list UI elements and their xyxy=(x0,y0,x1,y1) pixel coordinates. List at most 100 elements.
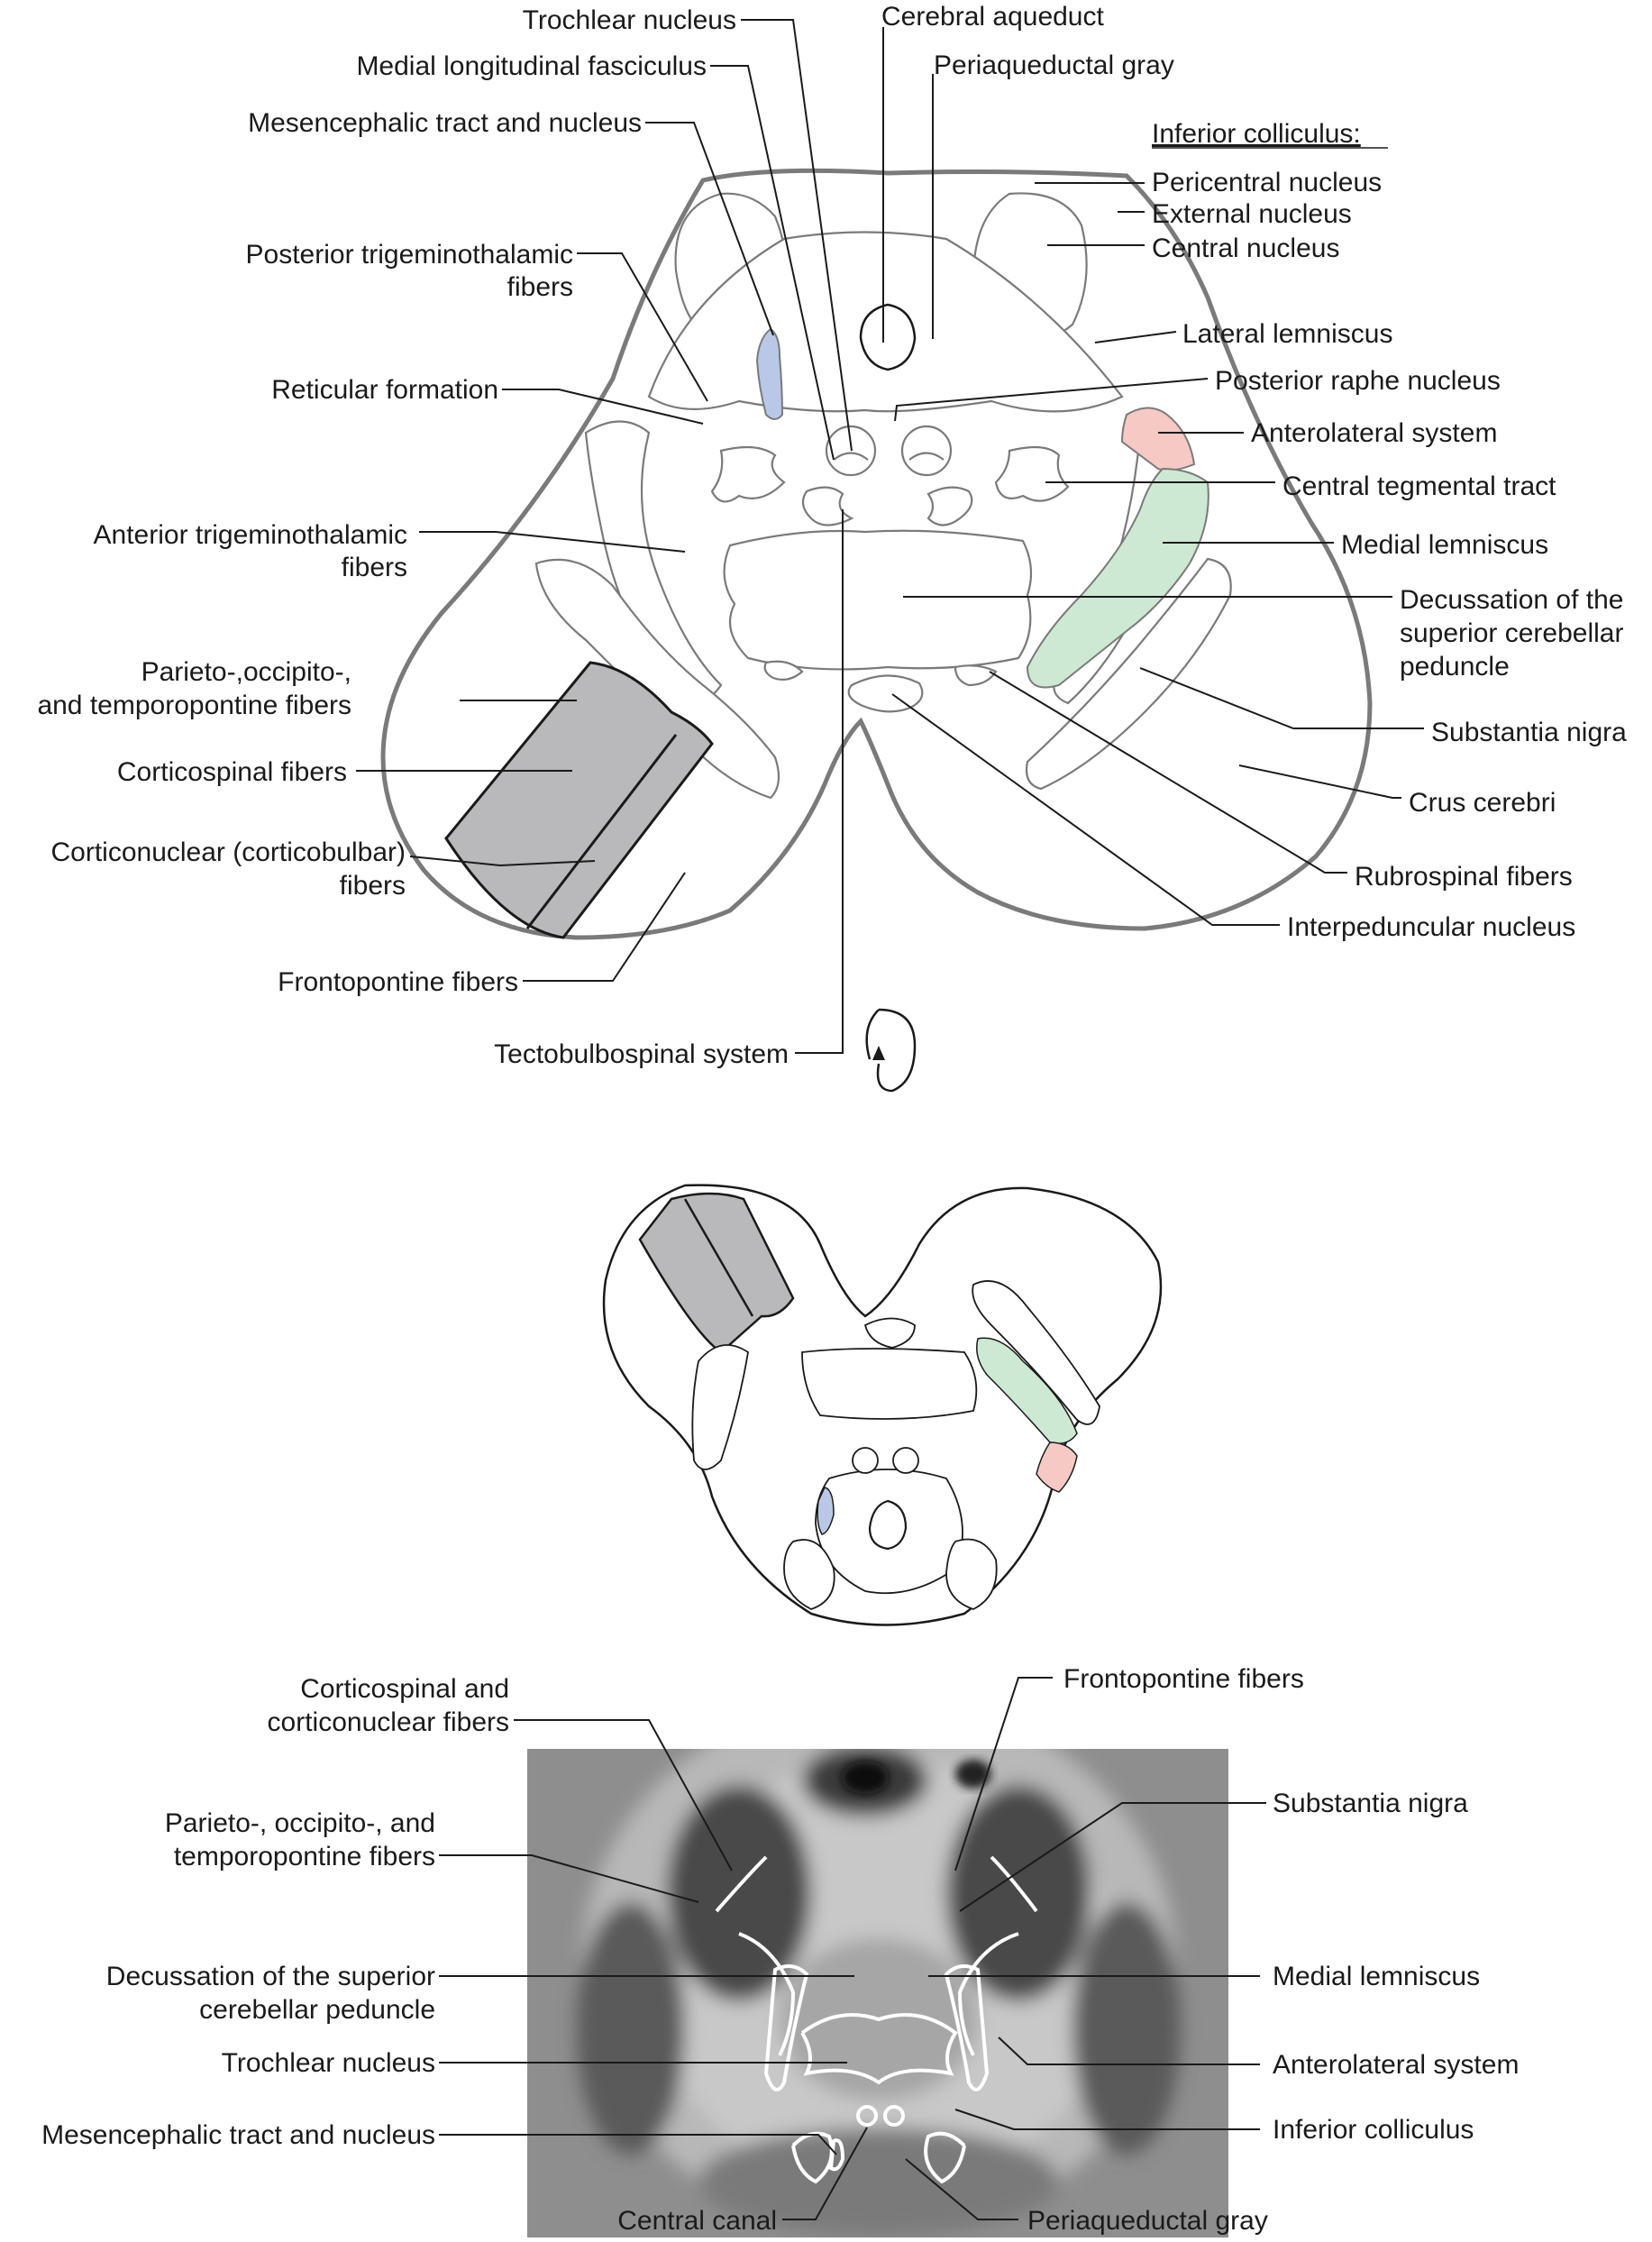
label-substantia-nigra: Substantia nigra xyxy=(1431,718,1627,747)
label-lateral-lemniscus: Lateral lemniscus xyxy=(1182,319,1392,349)
label-decussation-1: Decussation of the xyxy=(1400,585,1623,615)
label-decussation-2: superior cerebellar xyxy=(1400,618,1623,648)
mri-label-decussation-2: cerebellar peduncle xyxy=(199,1995,435,2025)
reticular-blob-right xyxy=(994,445,1070,502)
small-cross-section xyxy=(602,1184,1163,1626)
mri-label-parieto-2: temporopontine fibers xyxy=(174,1842,435,1871)
label-external-nucleus: External nucleus xyxy=(1152,199,1352,229)
label-inferior-colliculus-heading: Inferior colliculus: xyxy=(1152,119,1361,149)
lateral-band-left xyxy=(584,420,723,703)
label-decussation-3: peduncle xyxy=(1400,652,1510,682)
label-cerebral-aqueduct: Cerebral aqueduct xyxy=(881,2,1104,32)
label-anterior-trigeminothalamic-2: fibers xyxy=(342,553,407,582)
label-central-tegmental-tract: Central tegmental tract xyxy=(1282,471,1556,501)
small-aqueduct xyxy=(868,1499,908,1551)
trochlear-nucleus-right xyxy=(900,425,953,477)
mri-right-fiber xyxy=(990,1855,1038,1913)
mri-right-arc xyxy=(957,1932,1019,2056)
label-parieto-1: Parieto-,occipito-, xyxy=(141,657,351,687)
label-mesencephalic-tract: Mesencephalic tract and nucleus xyxy=(248,108,642,138)
mri-left-fiber xyxy=(715,1855,768,1913)
mri-label-inferior-colliculus: Inferior colliculus xyxy=(1273,2115,1474,2145)
small-nigra-left xyxy=(691,1344,749,1470)
label-crus-cerebri: Crus cerebri xyxy=(1409,788,1556,818)
label-interpeduncular-nucleus: Interpeduncular nucleus xyxy=(1287,912,1575,942)
mri-colliculus-right xyxy=(924,2131,966,2184)
mri-label-trochlear-nucleus: Trochlear nucleus xyxy=(222,2048,435,2078)
mri-trochlear-left xyxy=(856,2105,878,2127)
label-corticonuclear-2: fibers xyxy=(340,871,406,901)
small-nigra-right xyxy=(972,1280,1100,1425)
label-periaqueductal-gray: Periaqueductal gray xyxy=(934,50,1174,80)
rotation-arrow-icon xyxy=(865,1008,917,1093)
label-posterior-trigeminothalamic-1: Posterior trigeminothalamic xyxy=(246,240,573,270)
cerebral-aqueduct xyxy=(859,303,917,371)
substantia-nigra-right xyxy=(1025,557,1232,791)
mri-left-arc xyxy=(738,1932,796,2056)
mri-label-frontopontine-fibers: Frontopontine fibers xyxy=(1063,1664,1304,1694)
corticospinal-border-line xyxy=(525,734,678,929)
mri-label-anterolateral-system: Anterolateral system xyxy=(1273,2050,1519,2080)
mri-decussation xyxy=(800,2013,958,2085)
mri-left-band xyxy=(763,1964,809,2091)
substantia-nigra-left xyxy=(534,558,780,800)
small-decussation xyxy=(801,1348,978,1420)
tegmental-blob-left xyxy=(801,486,854,526)
label-tectobulbospinal-system: Tectobulbospinal system xyxy=(494,1039,789,1069)
label-central-nucleus: Central nucleus xyxy=(1152,233,1339,263)
rubrospinal-blob-right xyxy=(954,664,998,687)
mri-right-band xyxy=(944,1964,990,2091)
small-corticospinal-border xyxy=(683,1198,754,1317)
label-medial-longitudinal-fasciculus: Medial longitudinal fasciculus xyxy=(356,51,707,81)
small-interpeduncular xyxy=(863,1317,916,1349)
mri-label-decussation-1: Decussation of the superior xyxy=(106,1962,435,1991)
label-rubrospinal-fibers: Rubrospinal fibers xyxy=(1355,862,1573,892)
label-reticular-formation: Reticular formation xyxy=(271,375,498,405)
small-corticospinal xyxy=(638,1192,795,1354)
leader-lines xyxy=(356,19,1424,2220)
reticular-blob-left xyxy=(710,445,786,503)
small-medial-lemniscus xyxy=(976,1337,1078,1444)
mri-label-central-canal: Central canal xyxy=(617,2206,777,2236)
mesencephalic-tract xyxy=(755,327,784,420)
mri-trochlear-right xyxy=(883,2105,905,2127)
mri-label-parieto-1: Parieto-, occipito-, and xyxy=(165,1808,435,1838)
upper-labels: Trochlear nucleus Cerebral aqueduct Medi… xyxy=(37,2,1627,1069)
decussation-scp xyxy=(723,529,1033,671)
mri-label-periaqueductal-gray: Periaqueductal gray xyxy=(1027,2206,1268,2236)
mri-label-medial-lemniscus: Medial lemniscus xyxy=(1273,1962,1480,1991)
small-mesencephalic xyxy=(817,1487,835,1535)
small-trochlear-left xyxy=(852,1447,879,1474)
corticospinal-fibers xyxy=(444,661,714,939)
label-corticospinal-fibers: Corticospinal fibers xyxy=(117,757,347,787)
label-medial-lemniscus: Medial lemniscus xyxy=(1341,530,1548,560)
label-posterior-raphe-nucleus: Posterior raphe nucleus xyxy=(1215,366,1501,396)
label-anterolateral-system: Anterolateral system xyxy=(1251,418,1497,448)
tegmental-blob-right xyxy=(926,486,973,526)
label-pericentral-nucleus: Pericentral nucleus xyxy=(1152,168,1382,197)
trochlear-inner-left xyxy=(833,452,869,461)
rubrospinal-blob-left xyxy=(763,660,804,681)
small-trochlear-right xyxy=(892,1447,919,1474)
upper-cross-section xyxy=(380,168,1373,940)
mri-label-corticospinal-2: corticonuclear fibers xyxy=(268,1707,509,1737)
label-posterior-trigeminothalamic-2: fibers xyxy=(507,272,573,302)
mri-panel xyxy=(527,1749,1228,2237)
mri-label-mesencephalic-tract: Mesencephalic tract and nucleus xyxy=(41,2120,435,2150)
mri-label-substantia-nigra: Substantia nigra xyxy=(1273,1789,1468,1818)
mri-mesencephalic xyxy=(828,2138,845,2172)
label-parieto-2: and temporopontine fibers xyxy=(37,691,351,720)
medial-lemniscus xyxy=(1026,467,1209,689)
mri-label-corticospinal-1: Corticospinal and xyxy=(300,1674,509,1704)
mri-labels: Corticospinal and corticonuclear fibers … xyxy=(41,1664,1519,2236)
label-corticonuclear-1: Corticonuclear (corticobulbar) xyxy=(51,837,406,867)
label-trochlear-nucleus: Trochlear nucleus xyxy=(523,5,736,35)
trochlear-inner-right xyxy=(908,452,945,461)
label-frontopontine-fibers: Frontopontine fibers xyxy=(278,967,518,997)
small-anterolateral xyxy=(1036,1441,1078,1493)
small-colliculus-right xyxy=(945,1538,998,1610)
small-colliculus-left xyxy=(783,1539,835,1610)
label-anterior-trigeminothalamic-1: Anterior trigeminothalamic xyxy=(94,520,407,550)
